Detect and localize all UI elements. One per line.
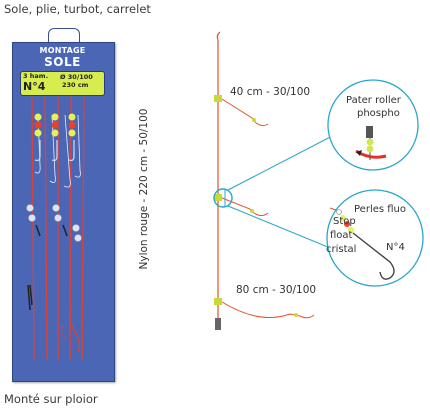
- caption-bottom: Monté sur ploior: [4, 392, 98, 406]
- label-nylon: Ø 30/100: [60, 73, 93, 81]
- label-number: N°4: [23, 80, 46, 93]
- label-hooks: 3 ham.: [23, 72, 49, 80]
- callout2-float: float: [330, 230, 353, 241]
- package-label: [20, 71, 105, 96]
- lower-snood-label: 80 cm - 30/100: [236, 284, 317, 296]
- main-line-label: Nylon rouge - 220 cm - 50/100: [138, 108, 150, 270]
- package-title-line1: MONTAGE: [39, 46, 86, 55]
- hang-tab: [48, 28, 80, 43]
- package-title-line2: SOLE: [44, 55, 81, 69]
- upper-snood-label: 40 cm - 30/100: [230, 86, 311, 98]
- callout2-cristal: cristal: [326, 244, 357, 255]
- callout1-line2: phospho: [357, 108, 400, 119]
- callout2-stop: Stop: [333, 216, 356, 227]
- callout1-line1: Pater roller: [346, 95, 401, 106]
- label-length: 230 cm: [62, 81, 89, 89]
- callout2-perles: Perles fluo: [354, 204, 407, 215]
- caption-top: Sole, plie, turbot, carrelet: [4, 2, 151, 16]
- callout2-hook-size: N°4: [386, 242, 405, 253]
